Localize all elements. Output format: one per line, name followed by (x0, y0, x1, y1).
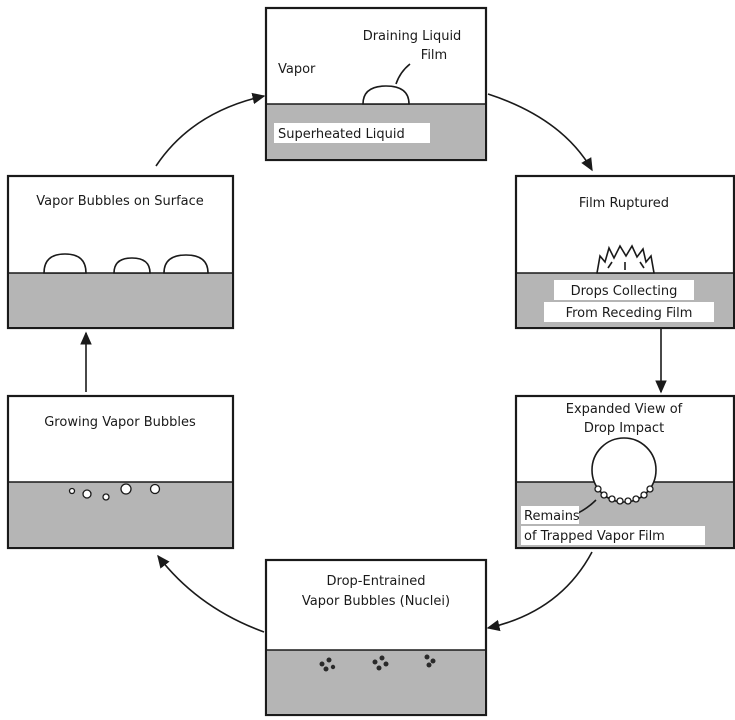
draining-film-bubble (362, 85, 410, 105)
panel-drop-impact: Expanded View of Drop Impact Remains of … (514, 394, 735, 550)
trapped-vapor-film-label: of Trapped Vapor Film (524, 529, 665, 544)
drops-collecting-label: Drops Collecting (571, 284, 678, 299)
arrow-bottom-to-bottom-left (157, 554, 265, 633)
arrow-bottom-right-to-bottom (486, 551, 593, 632)
panel-growing-bubbles: Growing Vapor Bubbles (6, 394, 235, 550)
panel-surface-bubbles: Vapor Bubbles on Surface (6, 174, 235, 330)
surface-bubble-2 (113, 257, 151, 274)
surface-bubbles-title: Vapor Bubbles on Surface (36, 194, 204, 209)
cycle-arrows (80, 92, 667, 633)
ruptured-film-icon (596, 244, 655, 274)
nuclei-cluster-3 (424, 654, 436, 668)
nuclei-cluster-1 (319, 657, 336, 672)
growing-bubbles (68, 483, 161, 501)
trapped-vapor-ring (594, 485, 654, 505)
panel-draining-film: Vapor Draining Liquid Film Superheated L… (264, 6, 488, 162)
remains-label: Remains (524, 509, 580, 524)
arrow-top-to-top-right (487, 93, 593, 172)
expanded-view-title-line1: Expanded View of (566, 402, 683, 417)
arrow-top-left-to-top (155, 92, 266, 167)
vapor-label: Vapor (278, 62, 316, 77)
impacting-drop (591, 437, 657, 503)
nuclei-cluster-2 (372, 655, 389, 671)
panel-entrained-nuclei: Drop-Entrained Vapor Bubbles (Nuclei) (264, 558, 488, 717)
surface-bubble-1 (43, 253, 87, 274)
expanded-view-title-line2: Drop Impact (584, 421, 664, 436)
panel-film-ruptured: Film Ruptured Drops Collecting From Rece… (514, 174, 735, 330)
receding-film-label: From Receding Film (566, 306, 693, 321)
film-label-line1: Draining Liquid (363, 29, 462, 44)
entrained-title-line2: Vapor Bubbles (Nuclei) (302, 594, 450, 609)
surface-bubble-3 (163, 254, 209, 274)
entrained-title-line1: Drop-Entrained (327, 574, 426, 589)
growing-bubbles-title: Growing Vapor Bubbles (44, 415, 196, 430)
film-label-line2: Film (421, 48, 447, 63)
film-ruptured-title: Film Ruptured (579, 196, 669, 211)
superheated-liquid-label: Superheated Liquid (278, 127, 405, 142)
